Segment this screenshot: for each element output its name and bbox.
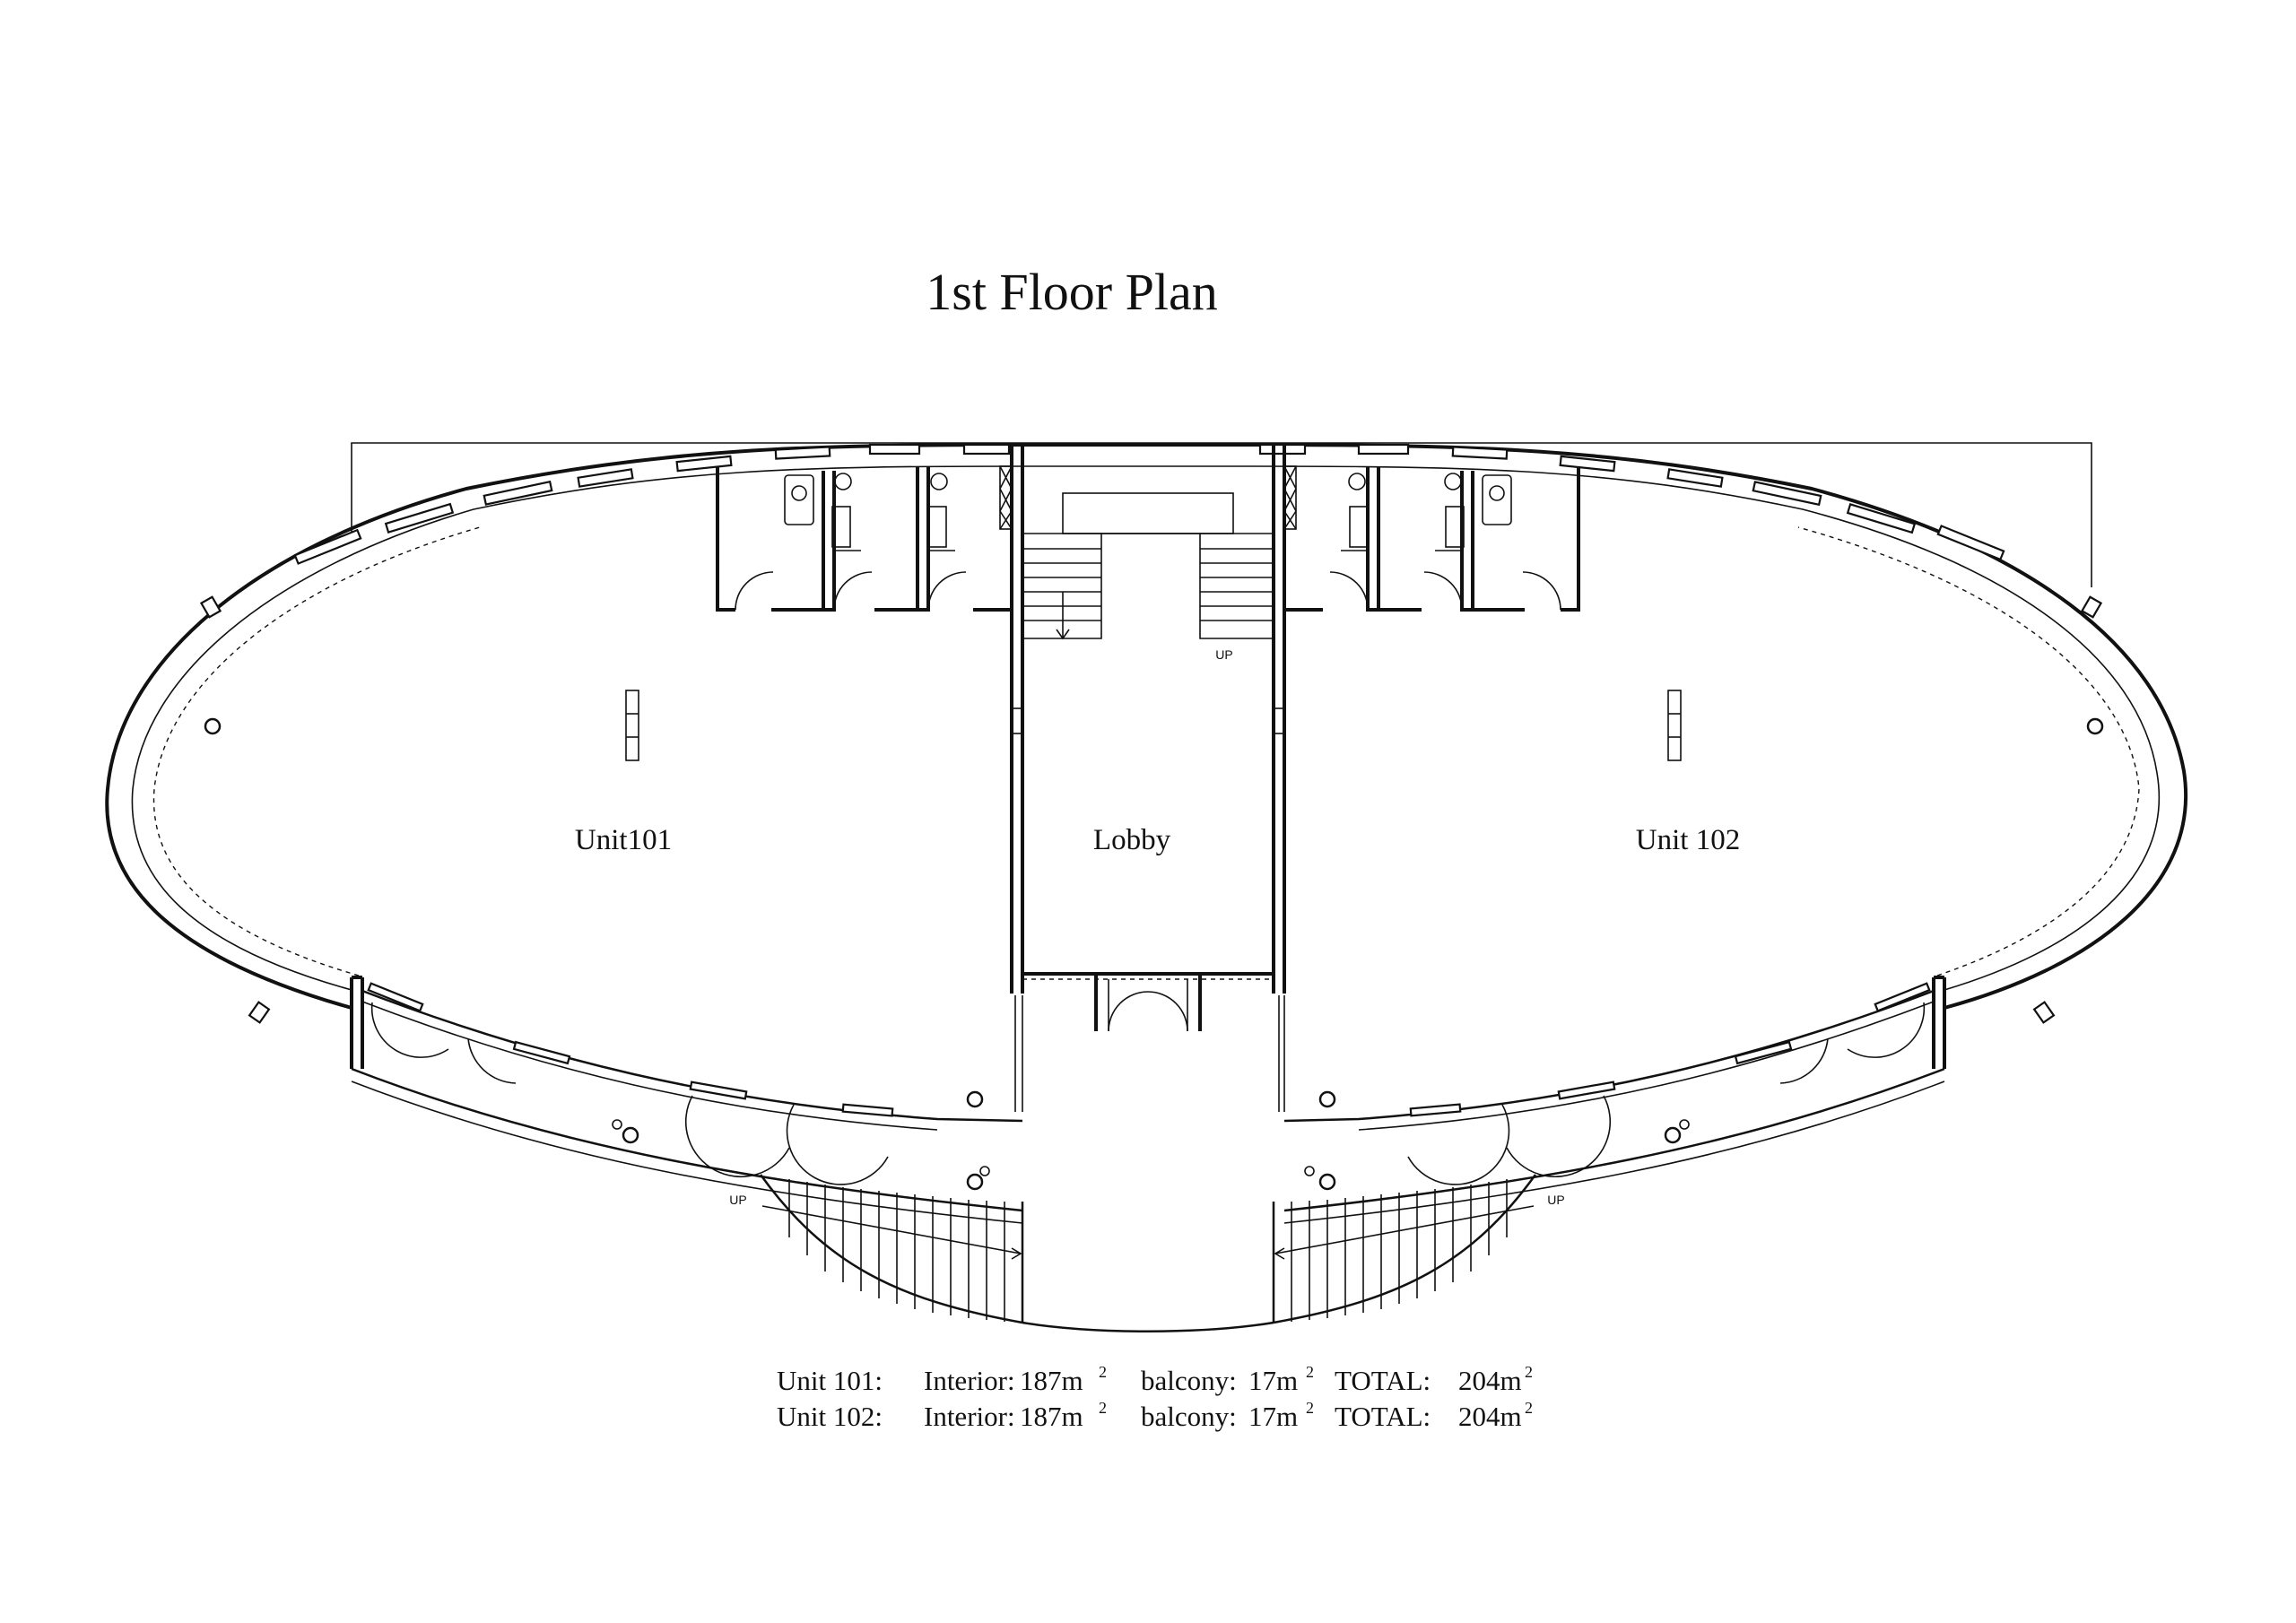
svg-text:balcony:: balcony:: [1141, 1401, 1237, 1432]
area-row-unit-102: Unit 102: Interior: 187m 2 balcony: 17m …: [777, 1399, 1533, 1432]
svg-text:balcony:: balcony:: [1141, 1365, 1237, 1396]
svg-text:TOTAL:: TOTAL:: [1335, 1365, 1431, 1396]
room-label-lobby: Lobby: [1093, 824, 1171, 856]
svg-text:187m: 187m: [1020, 1365, 1083, 1396]
balcony-right: [1278, 976, 1946, 1224]
svg-text:204m: 204m: [1458, 1365, 1522, 1396]
svg-text:204m: 204m: [1458, 1401, 1522, 1432]
facade-windows: [199, 443, 2103, 1024]
svg-text:17m: 17m: [1248, 1365, 1298, 1396]
area-row-unit-101: Unit 101: Interior: 187m 2 balcony: 17m …: [777, 1363, 1533, 1396]
svg-text:2: 2: [1306, 1399, 1314, 1417]
exterior-stair-right: [1272, 1174, 1537, 1324]
svg-text:TOTAL:: TOTAL:: [1335, 1401, 1431, 1432]
svg-text:Unit 102:: Unit 102:: [777, 1401, 883, 1432]
svg-text:2: 2: [1525, 1399, 1533, 1417]
svg-text:2: 2: [1306, 1363, 1314, 1381]
lobby-core: UP: [1010, 445, 1286, 1032]
svg-text:Unit 101:: Unit 101:: [777, 1365, 883, 1396]
lobby-stair-up-label: UP: [1215, 647, 1232, 662]
bathrooms-left: [716, 465, 1013, 612]
left-exterior-stair-up-label: UP: [729, 1193, 746, 1207]
right-exterior-stair-up-label: UP: [1547, 1193, 1564, 1207]
plan-title: 1st Floor Plan: [926, 263, 1218, 321]
room-label-unit-101: Unit101: [575, 824, 672, 856]
svg-text:2: 2: [1525, 1363, 1533, 1381]
entry-forecourt-edge: [1022, 1321, 1274, 1332]
lobby-stair-treads: [1022, 548, 1274, 621]
columns: [204, 690, 2104, 1191]
svg-text:187m: 187m: [1020, 1401, 1083, 1432]
area-schedule: Unit 101: Interior: 187m 2 balcony: 17m …: [777, 1363, 1533, 1432]
bathrooms-right: [1283, 465, 1580, 612]
exterior-stair-left: [759, 1174, 1024, 1324]
room-label-unit-102: Unit 102: [1636, 824, 1740, 856]
svg-text:17m: 17m: [1248, 1401, 1298, 1432]
svg-text:2: 2: [1099, 1363, 1107, 1381]
outer-wall: [105, 443, 2187, 1010]
svg-text:Interior:: Interior:: [924, 1401, 1015, 1432]
balcony-left: [350, 976, 1023, 1224]
svg-text:Interior:: Interior:: [924, 1365, 1015, 1396]
svg-text:2: 2: [1099, 1399, 1107, 1417]
